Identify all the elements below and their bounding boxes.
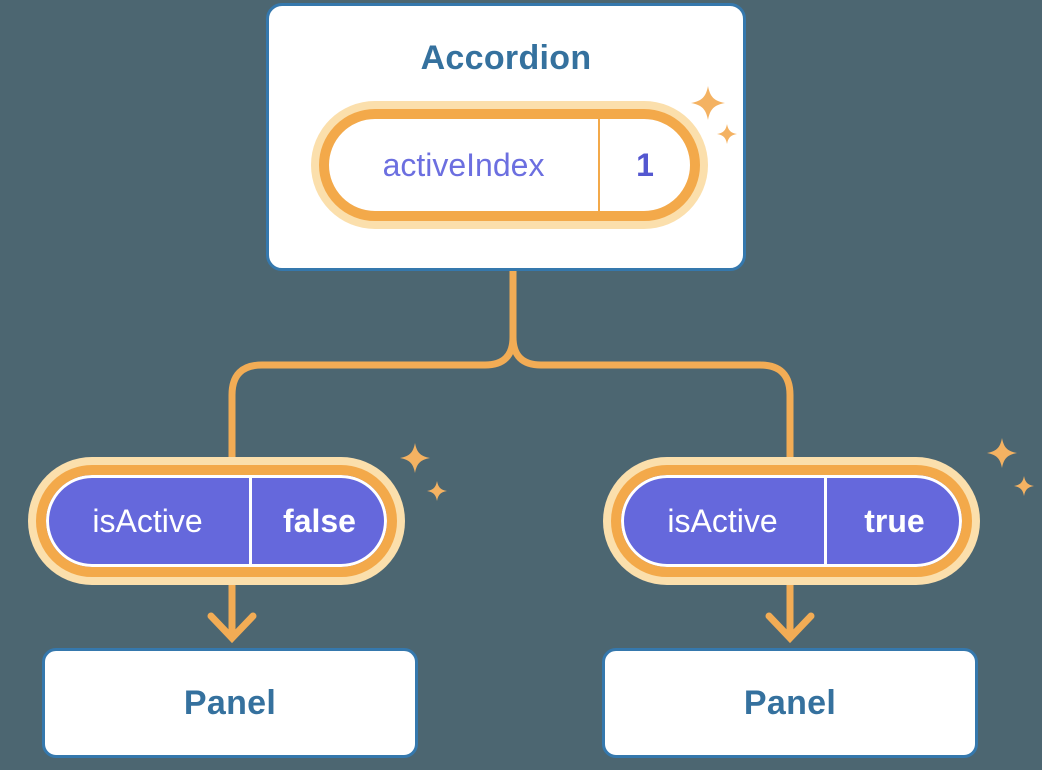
- prop-name-cell: isActive: [46, 475, 249, 567]
- panel-title: Panel: [743, 683, 837, 722]
- arrowhead-right-icon: [765, 612, 815, 644]
- connector-right: [509, 271, 794, 633]
- accordion-state-pill: activeIndex 1: [319, 109, 700, 221]
- prop-value-label: false: [283, 502, 356, 539]
- connector-left: [228, 271, 517, 633]
- left-prop-pill: isActive false: [36, 465, 397, 577]
- prop-value-label: true: [864, 502, 925, 539]
- state-name-cell: activeIndex: [329, 119, 598, 211]
- prop-name-label: isActive: [92, 502, 203, 539]
- state-value-cell: 1: [598, 119, 690, 211]
- prop-name-label: isActive: [667, 502, 778, 539]
- sparkle-icon: [400, 443, 447, 501]
- state-value-label: 1: [636, 146, 654, 183]
- state-name-label: activeIndex: [382, 146, 545, 183]
- right-panel-box: Panel: [602, 648, 978, 758]
- panel-title: Panel: [183, 683, 277, 722]
- right-prop-pill: isActive true: [611, 465, 972, 577]
- sparkle-icon: [691, 86, 737, 144]
- prop-value-cell: false: [249, 475, 387, 567]
- accordion-title: Accordion: [420, 39, 592, 77]
- prop-name-cell: isActive: [621, 475, 824, 567]
- sparkle-icon: [987, 438, 1034, 496]
- left-panel-box: Panel: [42, 648, 418, 758]
- prop-value-cell: true: [824, 475, 962, 567]
- arrowhead-left-icon: [207, 612, 257, 644]
